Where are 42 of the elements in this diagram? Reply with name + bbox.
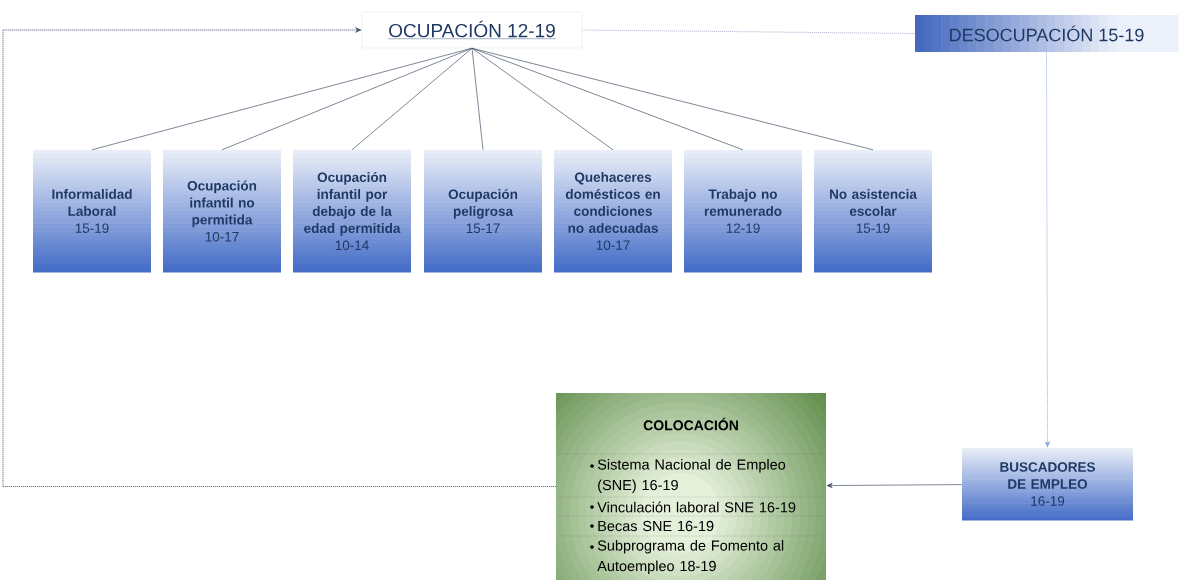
node-label: Quehaceres domésticos en condiciones no adecuadas — [565, 172, 660, 233]
connector-line — [471, 47, 874, 151]
list-item: Subprograma de Fomento al Autoempleo 18-19 — [590, 540, 784, 574]
list-item: Sistema Nacional de Empleo (SNE) 16-19 — [590, 459, 786, 493]
process-box: BUSCADORES DE EMPLEO 16-19 — [962, 448, 1133, 521]
arrow — [826, 483, 963, 489]
heading-box: OCUPACIÓN 12-19 — [361, 11, 583, 49]
connector-line — [471, 47, 614, 151]
category-box: No asistencia escolar 15-19 — [814, 150, 932, 273]
connector-line — [581, 29, 916, 34]
node-label: 15-17 — [466, 223, 500, 234]
category-box: Ocupación infantil no permitida 10-17 — [163, 150, 281, 273]
node-label: 16-19 — [1031, 496, 1065, 506]
node-label: Ocupación peligrosa — [448, 188, 518, 219]
node-label: 10-14 — [335, 240, 369, 251]
node-label: 12-19 — [726, 223, 760, 233]
node-label: No asistencia escolar — [830, 189, 917, 216]
node-label: 15-19 — [75, 223, 109, 233]
panel-heading: COLOCACIÓN — [643, 417, 738, 431]
node-label: BUSCADORES DE EMPLEO — [1000, 462, 1095, 489]
category-box: Ocupación peligrosa 15-17 — [424, 150, 542, 273]
connector-line — [91, 47, 473, 151]
category-box: Ocupación infantil por debajo de la edad permitida 10-14 — [293, 150, 411, 273]
list-item: Becas SNE 16-19 — [590, 520, 714, 532]
arrow — [2, 27, 557, 487]
node-label: 10-17 — [205, 231, 239, 242]
node-label: Trabajo no remunerado — [704, 189, 782, 216]
node-label: 10-17 — [596, 240, 630, 250]
node-label: Informalidad Laboral — [52, 189, 132, 216]
category-box: Trabajo no remunerado 12-19 — [684, 150, 802, 273]
category-box: Quehaceres domésticos en condiciones no adecuadas 10-17 — [554, 150, 672, 273]
connector-line — [351, 47, 473, 151]
connector-line — [471, 47, 484, 151]
arrow — [1045, 51, 1050, 448]
node-label: infantil no permitida — [190, 197, 255, 228]
category-box: Informalidad Laboral 15-19 — [33, 150, 151, 273]
list-item: Vinculación laboral SNE 16-19 — [590, 501, 796, 513]
node-label: Ocupación infantil por debajo de la edad permitida — [304, 171, 401, 236]
connector-line — [221, 47, 473, 151]
node-label: 15-19 — [856, 223, 890, 233]
heading-box: DESOCUPACIÓN 15-19 — [915, 15, 1179, 52]
node-label: DESOCUPACIÓN 15-19 — [950, 25, 1144, 42]
